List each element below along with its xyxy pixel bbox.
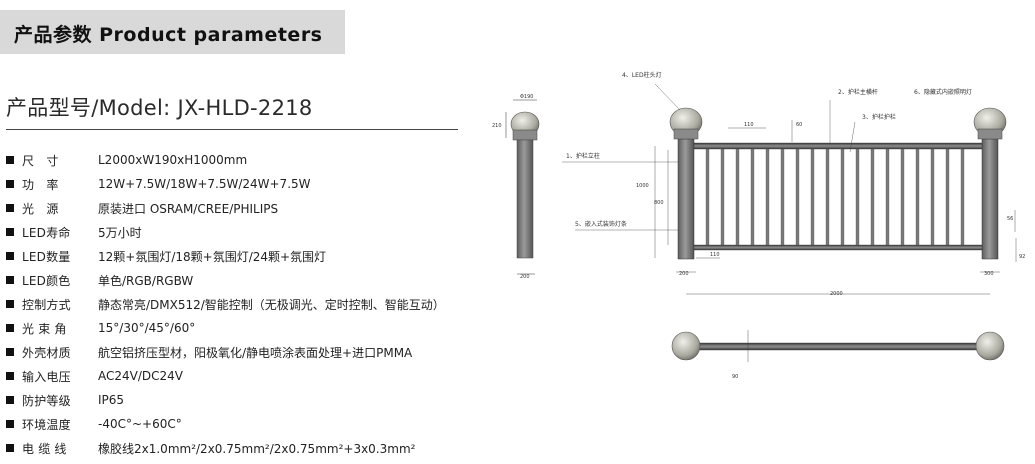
callout-inner-lamp: 6、隐藏式内嵌照明灯 <box>914 88 972 96</box>
dim-right-post-base: 300 <box>984 271 994 277</box>
spec-list: 尺 寸 L2000xW190xH1000mm 功 率 12W+7.5W/18W+7.… <box>6 148 445 460</box>
top-rail <box>693 142 983 150</box>
spec-value: 12颗+氛围灯/18颗+氛围灯/24颗+氛围灯 <box>98 249 327 264</box>
spec-value: -40C°~+60C° <box>98 417 182 431</box>
spec-label: 光 源 <box>22 201 59 216</box>
spec-value: IP65 <box>98 393 125 407</box>
top-view-rail <box>687 342 989 351</box>
spec-row-voltage: 输入电压 AC24V/DC24V <box>6 364 445 388</box>
spec-value: 原装进口 OSRAM/CREE/PHILIPS <box>98 201 279 216</box>
spec-row-light-source: 光 源 原装进口 OSRAM/CREE/PHILIPS <box>6 196 445 220</box>
spec-value: 橡胶线2x1.0mm²/2x0.75mm²/2x0.75mm²+3x0.3mm² <box>98 441 416 456</box>
spec-row-led-count: LED数量 12颗+氛围灯/18颗+氛围灯/24颗+氛围灯 <box>6 244 445 268</box>
dim-side-base: 200 <box>520 274 530 280</box>
spec-value: AC24V/DC24V <box>98 369 183 383</box>
front-view: 4、LED柱头灯 2、护栏主横杆 6、隐藏式内嵌照明灯 3、护栏护栏 1、护栏立… <box>562 71 1025 297</box>
bullet-icon <box>6 372 14 380</box>
spec-value: 单色/RGB/RGBW <box>98 273 194 288</box>
bullet-icon <box>6 180 14 188</box>
dim-right-gap: 56 <box>1007 216 1013 222</box>
spec-row-housing: 外壳材质 航空铝挤压型材，阳极氧化/静电喷涂表面处理+进口PMMA <box>6 340 445 364</box>
bullet-icon <box>6 252 14 260</box>
side-post <box>516 139 534 259</box>
callout-top-rail: 2、护栏主横杆 <box>838 88 878 96</box>
spec-row-temperature: 环境温度 -40C°~+60C° <box>6 412 445 436</box>
dim-cap-height: 210 <box>492 123 502 129</box>
divider <box>6 129 458 130</box>
section-title: 产品参数 Product parameters <box>14 24 323 46</box>
bullet-icon <box>6 276 14 284</box>
dim-left-base: 200 <box>679 271 689 277</box>
callout-light-strip: 5、嵌入式装饰灯条 <box>575 220 627 228</box>
spec-row-cable: 电 缆 线 橡胶线2x1.0mm²/2x0.75mm²/2x0.75mm²+3x0… <box>6 436 445 460</box>
left-post <box>677 138 695 260</box>
bullet-icon <box>6 156 14 164</box>
bullet-icon <box>6 396 14 404</box>
spec-row-size: 尺 寸 L2000xW190xH1000mm <box>6 148 445 172</box>
spec-value: 5万小时 <box>98 225 142 240</box>
spec-value: 航空铝挤压型材，阳极氧化/静电喷涂表面处理+进口PMMA <box>98 345 413 360</box>
side-cap-ring <box>512 129 538 141</box>
dim-rail-top: 60 <box>796 122 802 128</box>
side-view: Φ190 210 200 <box>492 94 540 280</box>
dim-top-view-width: 90 <box>732 374 738 380</box>
top-view-left-cap <box>671 331 701 361</box>
spec-label: 环境温度 <box>22 417 71 432</box>
spec-label: 功 率 <box>22 177 59 192</box>
callout-guard-tube: 3、护栏护栏 <box>862 113 896 121</box>
spec-label: LED寿命 <box>22 225 71 240</box>
left-cap-ring <box>673 128 699 140</box>
dim-total-height: 1000 <box>636 183 649 189</box>
spec-row-power: 功 率 12W+7.5W/18W+7.5W/24W+7.5W <box>6 172 445 196</box>
balusters <box>705 148 965 246</box>
spec-label: LED数量 <box>22 249 71 264</box>
dim-inner-height: 800 <box>654 200 664 206</box>
spec-label: 控制方式 <box>22 297 71 312</box>
right-cap-ring <box>977 128 1003 140</box>
spec-label: 尺 寸 <box>22 153 59 168</box>
bullet-icon <box>6 420 14 428</box>
spec-row-led-life: LED寿命 5万小时 <box>6 220 445 244</box>
bullet-icon <box>6 324 14 332</box>
technical-drawing: Φ190 210 200 4、LED柱头灯 2、护栏主横杆 6 <box>492 71 1025 380</box>
dim-cap-width: Φ190 <box>520 94 533 100</box>
bullet-icon <box>6 204 14 212</box>
bullet-icon <box>6 444 14 452</box>
model-label: 产品型号/Model: JX-HLD-2218 <box>6 96 313 120</box>
callout-led-lamp: 4、LED柱头灯 <box>622 71 662 79</box>
spec-value: L2000xW190xH1000mm <box>98 153 248 167</box>
spec-label: 电 缆 线 <box>22 441 67 456</box>
top-view: 90 <box>671 330 1005 380</box>
spec-value: 15°/30°/45°/60° <box>98 321 196 335</box>
callout-pillar: 1、护栏立柱 <box>566 152 600 160</box>
header-bar <box>0 10 345 54</box>
dim-right-base: 92 <box>1019 254 1025 260</box>
bottom-rail <box>693 244 983 251</box>
bullet-icon <box>6 348 14 356</box>
top-view-right-cap <box>975 331 1005 361</box>
dim-length: 2000 <box>830 291 843 297</box>
bullet-icon <box>6 300 14 308</box>
dim-bottom-gap: 110 <box>710 252 720 258</box>
dim-rail-gap: 110 <box>744 122 754 128</box>
spec-label: 外壳材质 <box>22 345 71 360</box>
spec-label: 防护等级 <box>22 393 71 408</box>
spec-label: 光 束 角 <box>22 321 67 336</box>
spec-row-beam-angle: 光 束 角 15°/30°/45°/60° <box>6 316 445 340</box>
spec-row-ip-rating: 防护等级 IP65 <box>6 388 445 412</box>
spec-label: 输入电压 <box>22 369 71 384</box>
spec-value: 静态常亮/DMX512/智能控制（无极调光、定时控制、智能互动） <box>98 297 445 312</box>
spec-row-led-color: LED颜色 单色/RGB/RGBW <box>6 268 445 292</box>
spec-row-control: 控制方式 静态常亮/DMX512/智能控制（无极调光、定时控制、智能互动） <box>6 292 445 316</box>
spec-value: 12W+7.5W/18W+7.5W/24W+7.5W <box>98 177 311 191</box>
right-post <box>981 138 999 260</box>
bullet-icon <box>6 228 14 236</box>
spec-label: LED颜色 <box>22 273 71 288</box>
